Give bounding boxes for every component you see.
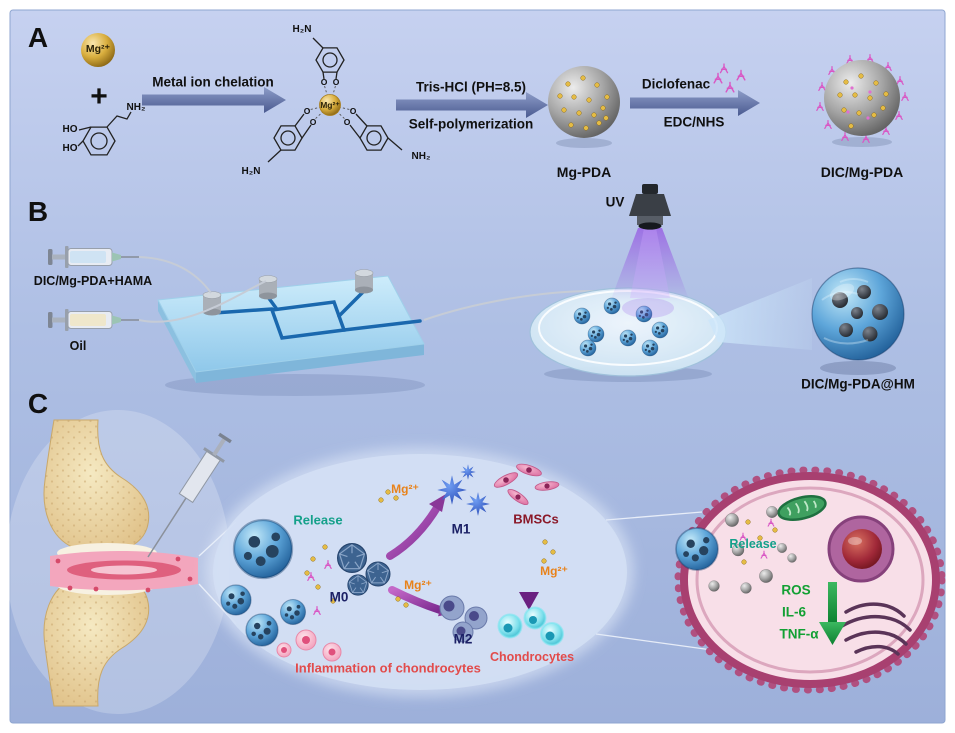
release-label-left: Release	[293, 512, 343, 528]
il6-label: IL-6	[781, 604, 807, 620]
bmsc-cells	[493, 463, 560, 506]
ros-down-arrow	[819, 582, 846, 645]
m2-label: M2	[453, 631, 473, 647]
mg-ion-label: Mg²⁺	[85, 42, 111, 55]
product2-label: DIC/Mg-PDA	[820, 164, 904, 180]
mitochondria-icon	[777, 495, 827, 521]
dopamine-amine-label: NH₂	[126, 102, 146, 113]
chip-inlet-port-1	[202, 291, 222, 316]
syringe-oil	[48, 309, 139, 331]
complex-oxygen-3: O	[303, 105, 311, 116]
complex-oxygen-1: O	[332, 76, 340, 87]
knee-joint	[43, 419, 232, 707]
mg-pda-sphere	[548, 66, 620, 148]
mg-label-mid: Mg²⁺	[404, 578, 432, 592]
dopamine-hydroxyl-bottom: HO	[62, 143, 78, 154]
m1-label: M1	[451, 521, 471, 537]
panel-c-label: C	[27, 388, 49, 419]
injection-syringe	[147, 432, 232, 558]
ros-label: ROS	[781, 582, 811, 598]
reaction-arrow-chelation	[142, 87, 286, 113]
mg-label-right: Mg²⁺	[540, 564, 568, 578]
mg-complex-structure	[267, 37, 403, 163]
er-golgi-icon	[840, 602, 912, 656]
chip-shadow	[165, 374, 425, 396]
dopamine-structure	[77, 111, 132, 156]
complex-center-label: Mg²⁺	[320, 99, 340, 110]
complex-amine-left: H₂N	[241, 166, 261, 177]
chondrocyte-cell-detail	[674, 466, 946, 694]
dic-mg-pda-sphere	[816, 53, 909, 147]
hydrogel-microsphere-product	[811, 267, 905, 375]
uv-lamp	[610, 184, 690, 302]
inlet1-label: DIC/Mg-PDA+HAMA	[33, 273, 153, 288]
step1-label: Metal ion chelation	[152, 74, 274, 90]
petri-dish	[529, 287, 727, 377]
complex-amine-top: H₂N	[292, 24, 312, 35]
m0-label: M0	[329, 589, 349, 605]
inlet2-label: Oil	[69, 338, 87, 353]
complex-amine-right: NH₂	[411, 151, 431, 162]
collection-beam	[708, 278, 812, 350]
panel-c-group	[6, 410, 946, 714]
complex-oxygen-5: O	[343, 116, 351, 127]
uv-light-cone	[610, 228, 690, 302]
plus-sign: +	[90, 80, 108, 113]
inflammation-label: Inflammation of chondrocytes	[295, 660, 481, 676]
panel-b-label: B	[27, 196, 49, 227]
complex-oxygen-2: O	[320, 76, 328, 87]
polarization-arrow-m1	[378, 489, 446, 560]
product1-label: Mg-PDA	[556, 164, 612, 180]
chip-inlet-port-2	[258, 275, 278, 300]
syringe-hama	[48, 246, 139, 268]
mg-label-top: Mg²⁺	[391, 482, 419, 496]
complex-oxygen-6: O	[349, 105, 357, 116]
zoom-line-4	[595, 633, 713, 651]
step3-label-top: Diclofenac	[641, 76, 711, 92]
panel-a-label: A	[27, 22, 49, 53]
mg-ion-sphere	[81, 33, 115, 67]
release-label-cell: Release	[729, 536, 777, 551]
chondrocyte-cells	[497, 606, 564, 646]
product-hm-label: DIC/Mg-PDA@HM	[801, 376, 915, 392]
step2-label-top: Tris-HCl (PH=8.5)	[416, 79, 526, 95]
panel-b-group	[48, 184, 905, 396]
cell-membrane-bumps	[674, 466, 946, 694]
differentiation-arrow	[519, 523, 556, 610]
uv-label: UV	[605, 194, 625, 210]
inlet-tube-1	[138, 256, 212, 294]
bmscs-label: BMSCs	[513, 511, 559, 527]
entering-microsphere	[674, 526, 720, 572]
dopamine-hydroxyl-top: HO	[62, 124, 78, 135]
chondrocytes-label: Chondrocytes	[489, 649, 575, 664]
step3-label-bottom: EDC/NHS	[663, 114, 725, 130]
chip-inlet-port-3	[354, 269, 374, 294]
tnf-label: TNF-α	[779, 626, 819, 642]
reaction-arrow-loading	[630, 90, 760, 116]
inlet-tube-2	[138, 280, 267, 323]
inflamed-joint-space	[50, 550, 198, 593]
panel-a-group	[77, 33, 909, 163]
m2-macrophages	[439, 595, 488, 643]
microfluidic-chip	[157, 269, 425, 383]
step2-label-bottom: Self-polymerization	[408, 116, 534, 132]
zoom-line-3	[605, 511, 703, 521]
outlet-tube	[423, 289, 601, 321]
inflamed-chondrocytes	[276, 629, 342, 662]
nucleus	[827, 515, 895, 583]
reaction-arrow-polymerization	[396, 92, 548, 118]
complex-oxygen-4: O	[309, 116, 317, 127]
